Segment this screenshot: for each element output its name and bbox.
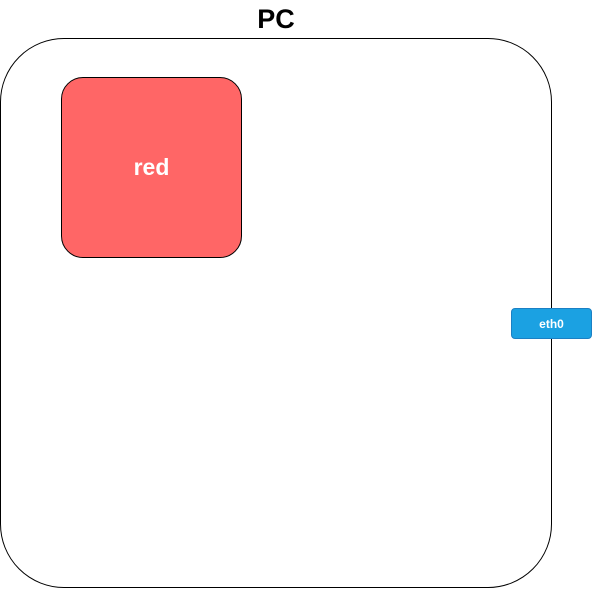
interface-eth0-box: eth0 bbox=[511, 308, 592, 339]
pc-title: PC bbox=[257, 4, 295, 34]
namespace-label: red bbox=[133, 154, 170, 180]
interface-label: eth0 bbox=[539, 316, 564, 331]
namespace-red-box: red bbox=[61, 77, 242, 258]
